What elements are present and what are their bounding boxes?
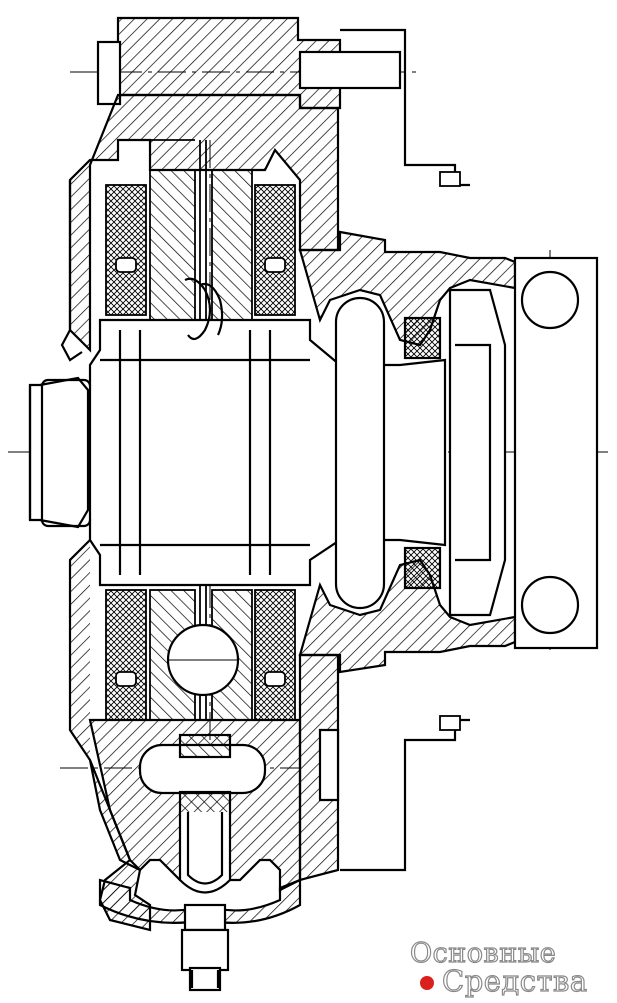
center-ball	[166, 277, 240, 697]
friction-discs	[105, 139, 296, 721]
top-flange	[96, 16, 470, 187]
watermark-line1: Основные	[409, 937, 557, 969]
logo-dot-icon	[420, 976, 434, 990]
hub-housing	[298, 230, 599, 674]
lower-clevis	[88, 718, 302, 992]
watermark-line2: Средства	[441, 963, 588, 998]
rollers	[115, 171, 461, 731]
watermark-logo: Основные Средства	[409, 937, 610, 1000]
housing-right	[298, 653, 470, 882]
